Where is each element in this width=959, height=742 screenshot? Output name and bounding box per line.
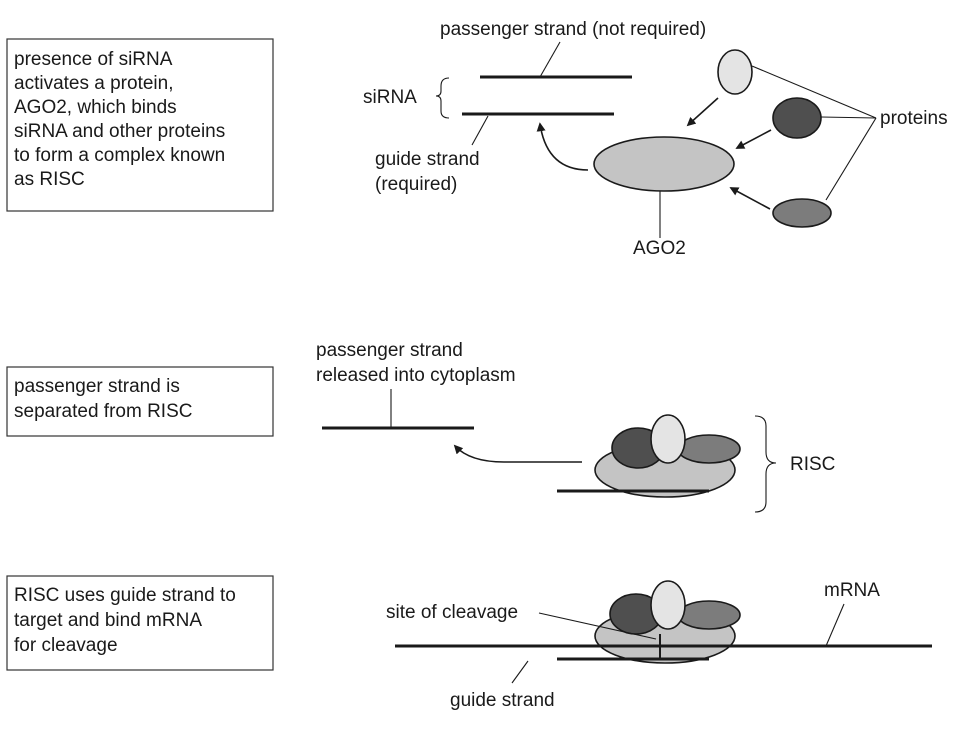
guide-strand-label: (required) bbox=[375, 174, 457, 195]
risc-protein-mid bbox=[677, 434, 741, 464]
step-1-line: activates a protein, bbox=[14, 73, 173, 94]
passenger-released-label: passenger strand bbox=[316, 340, 463, 361]
ago2-bind-arrow bbox=[536, 122, 589, 171]
step-2-line: passenger strand is bbox=[14, 376, 180, 397]
step-1-line: AGO2, which binds bbox=[14, 97, 177, 118]
proteins-connector bbox=[751, 65, 877, 119]
bound-risc-protein-mid bbox=[677, 600, 741, 630]
passenger-strand-label: passenger strand (not required) bbox=[440, 19, 706, 40]
mrna-label: mRNA bbox=[824, 580, 880, 601]
ago2-protein bbox=[593, 136, 735, 192]
bound-risc-protein-light bbox=[650, 580, 686, 630]
section-mrna-cleavage: mRNA site of cleavage guide strand bbox=[386, 580, 932, 711]
protein-light bbox=[717, 49, 753, 95]
step-3-box: RISC uses guide strand to target and bin… bbox=[6, 575, 274, 671]
step-3-line: for cleavage bbox=[14, 635, 118, 656]
release-arrow bbox=[453, 444, 582, 463]
proteins-connector bbox=[820, 116, 877, 119]
sirna-label: siRNA bbox=[363, 87, 417, 108]
proteins-connector bbox=[825, 117, 877, 201]
guide-leader-line bbox=[471, 115, 489, 146]
site-of-cleavage-label: site of cleavage bbox=[386, 602, 518, 623]
section-risc-formation: passenger strand (not required) siRNA gu… bbox=[363, 19, 948, 259]
step-1-line: to form a complex known bbox=[14, 145, 225, 166]
bound-guide-leader-line bbox=[511, 660, 529, 684]
guide-strand-bottom-label: guide strand bbox=[450, 690, 555, 711]
passenger-released-label: released into cytoplasm bbox=[316, 365, 516, 386]
cleavage-leader-line bbox=[538, 612, 657, 640]
protein-arrow bbox=[729, 187, 771, 210]
section-passenger-separation: passenger strand released into cytoplasm… bbox=[316, 340, 835, 513]
step-1-line: presence of siRNA bbox=[14, 49, 173, 70]
sirna-brace bbox=[435, 77, 450, 119]
ago2-label: AGO2 bbox=[633, 238, 686, 259]
step-1-box: presence of siRNA activates a protein, A… bbox=[6, 38, 274, 212]
step-3-line: RISC uses guide strand to bbox=[14, 585, 236, 606]
step-1-line: siRNA and other proteins bbox=[14, 121, 225, 142]
step-2-line: separated from RISC bbox=[14, 401, 192, 422]
protein-arrow bbox=[735, 129, 772, 149]
mrna-leader-line bbox=[825, 603, 845, 647]
risc-protein-light bbox=[650, 414, 686, 464]
protein-mid bbox=[772, 198, 832, 228]
step-3-line: target and bind mRNA bbox=[14, 610, 202, 631]
guide-strand-label: guide strand bbox=[375, 149, 480, 170]
protein-dark bbox=[772, 97, 822, 139]
passenger-leader-line bbox=[539, 41, 561, 78]
proteins-label: proteins bbox=[880, 108, 948, 129]
risc-brace bbox=[754, 415, 777, 513]
protein-arrow bbox=[686, 97, 719, 127]
step-1-line: as RISC bbox=[14, 169, 85, 190]
step-2-box: passenger strand is separated from RISC bbox=[6, 366, 274, 437]
risc-label: RISC bbox=[790, 454, 835, 475]
